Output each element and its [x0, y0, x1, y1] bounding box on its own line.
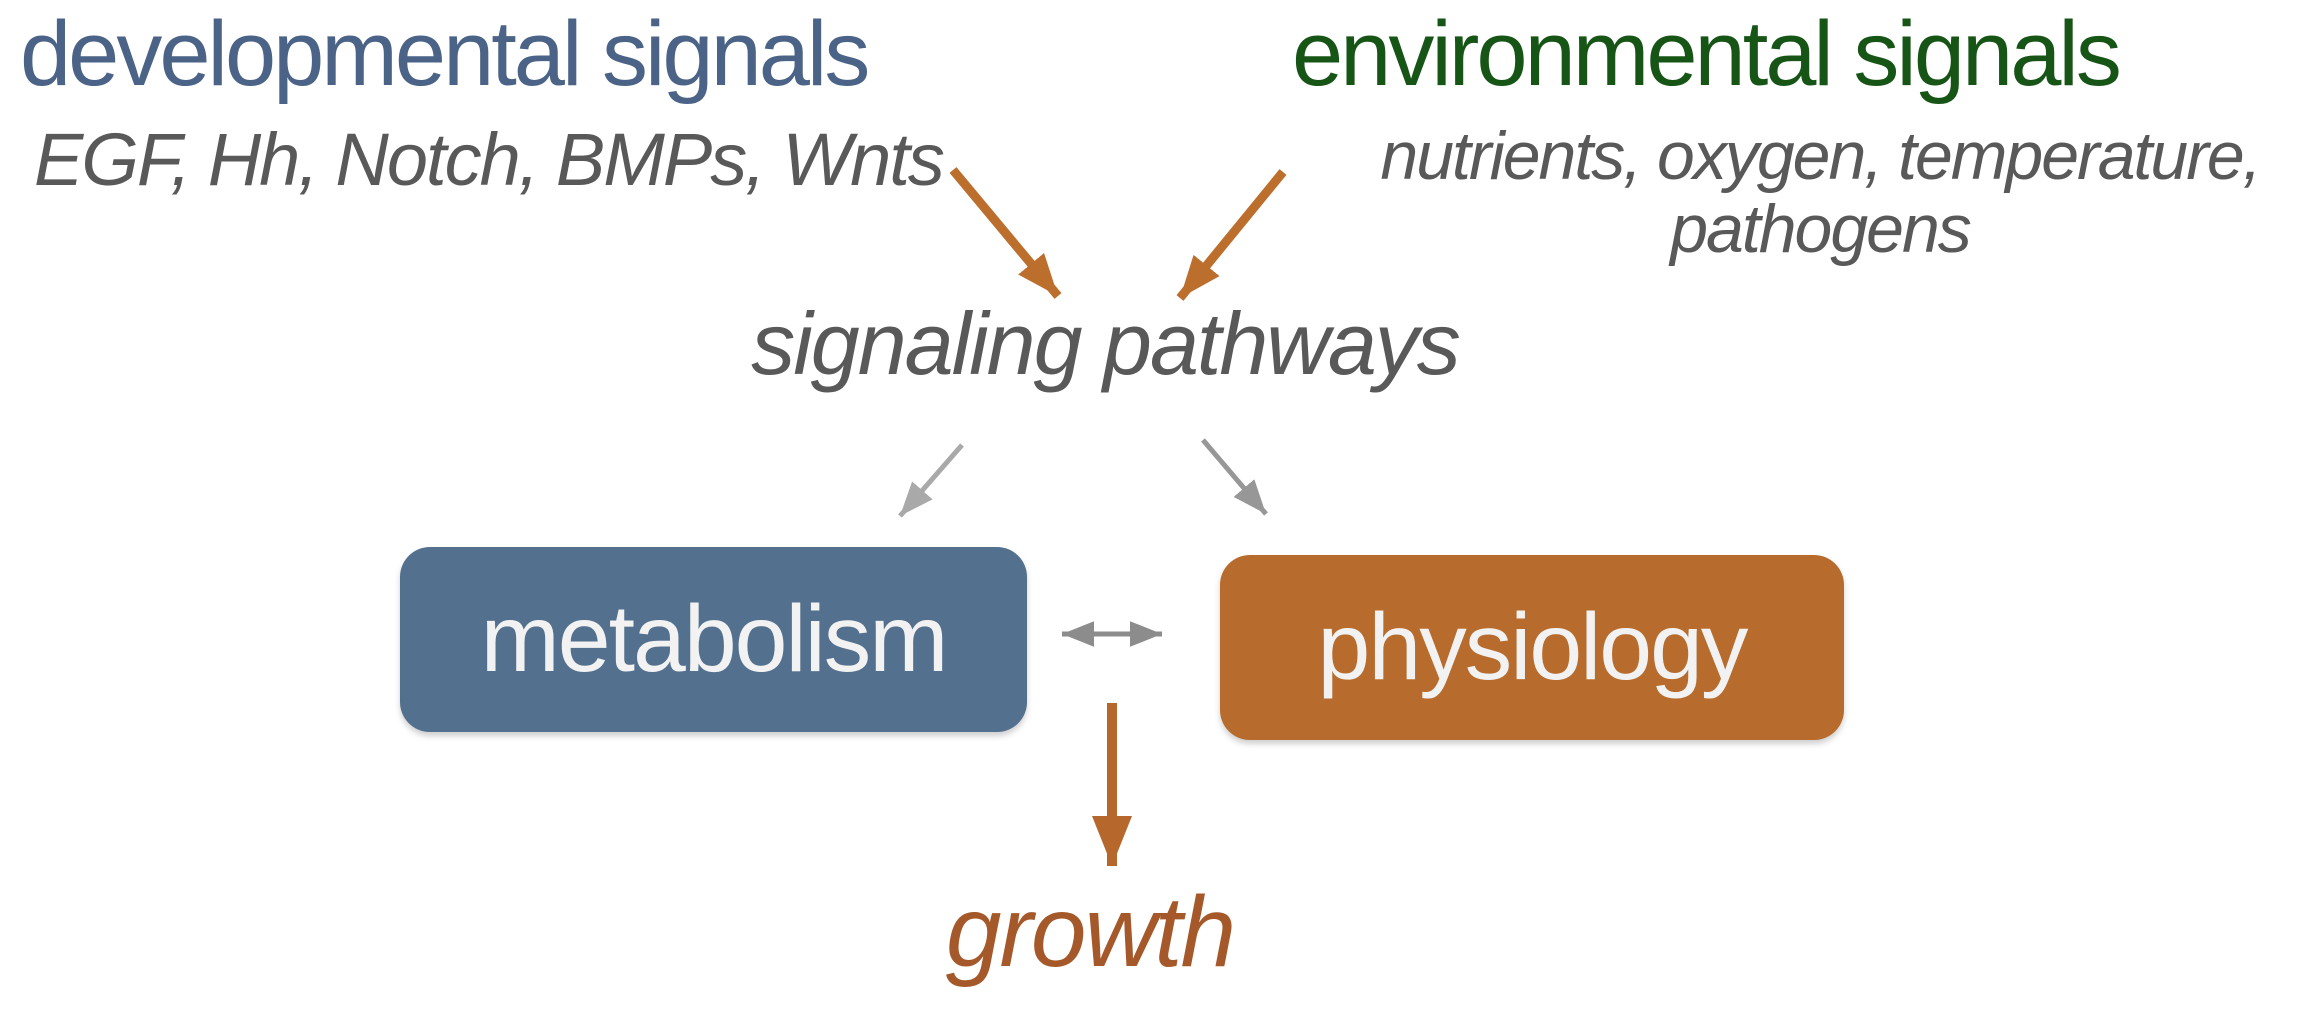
signaling-to-metabolism-arrow	[898, 443, 964, 518]
signaling-pathways-label: signaling pathways	[751, 294, 1461, 393]
developmental-to-signaling-arrow	[949, 167, 1062, 299]
environmental-signals-subtitle-line1: nutrients, oxygen, temperature,	[1380, 118, 2261, 194]
physiology-box: physiology	[1220, 555, 1844, 740]
metabolism-label: metabolism	[480, 586, 949, 692]
signaling-to-physiology-arrow	[1201, 438, 1268, 516]
developmental-signals-title: developmental signals	[20, 3, 870, 105]
environmental-signals-title: environmental signals	[1292, 3, 2122, 105]
environmental-signals-subtitle: nutrients, oxygen, temperature, pathogen…	[1320, 118, 2320, 268]
developmental-signals-subtitle: EGF, Hh, Notch, BMPs, Wnts	[34, 118, 945, 201]
metabolism-box: metabolism	[400, 547, 1027, 732]
environmental-to-signaling-arrow	[1176, 169, 1287, 301]
growth-label: growth	[945, 876, 1236, 988]
environmental-signals-subtitle-line2: pathogens	[1670, 191, 1972, 268]
physiology-label: physiology	[1317, 594, 1749, 700]
